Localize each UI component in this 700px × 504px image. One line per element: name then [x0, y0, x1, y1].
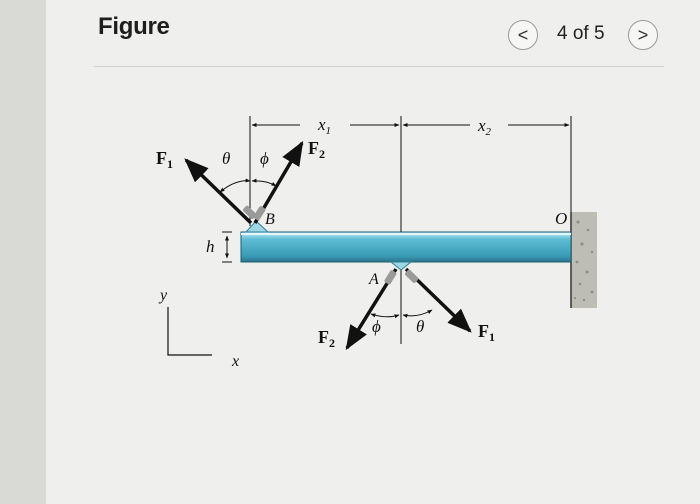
label-f2-bottom: F2 — [318, 327, 335, 350]
next-figure-button[interactable]: > — [628, 20, 658, 50]
label-f1-bottom: F1 — [478, 321, 495, 344]
label-a: A — [368, 271, 379, 288]
label-theta-top: θ — [222, 149, 230, 168]
label-f1-left: F1 — [156, 148, 173, 171]
forces-at-a — [345, 267, 472, 351]
previous-figure-button[interactable]: < — [508, 20, 538, 50]
page-indicator: 4 of 5 — [557, 23, 605, 44]
bracket-b — [244, 220, 270, 233]
chevron-left-icon: < — [517, 24, 529, 45]
figure-title: Figure — [98, 13, 170, 40]
label-b: B — [265, 211, 275, 228]
label-theta-bottom: θ — [416, 317, 424, 336]
label-x2: x2 — [477, 116, 492, 138]
beam — [240, 231, 572, 263]
label-phi-top: ϕ — [260, 149, 269, 168]
wall-support — [570, 212, 597, 308]
dimension-lines — [222, 116, 572, 344]
label-x1: x1 — [317, 115, 331, 137]
label-o: O — [555, 209, 567, 228]
label-h: h — [206, 237, 215, 256]
bracket-a — [389, 261, 413, 271]
forces-at-b — [184, 140, 304, 225]
label-y-axis: y — [158, 287, 168, 304]
label-f2-top: F2 — [308, 138, 325, 161]
header-divider — [94, 66, 664, 67]
label-x-axis: x — [231, 353, 239, 370]
label-phi-bottom: ϕ — [372, 317, 381, 336]
coordinate-axes — [167, 307, 212, 356]
chevron-right-icon: > — [637, 24, 649, 45]
